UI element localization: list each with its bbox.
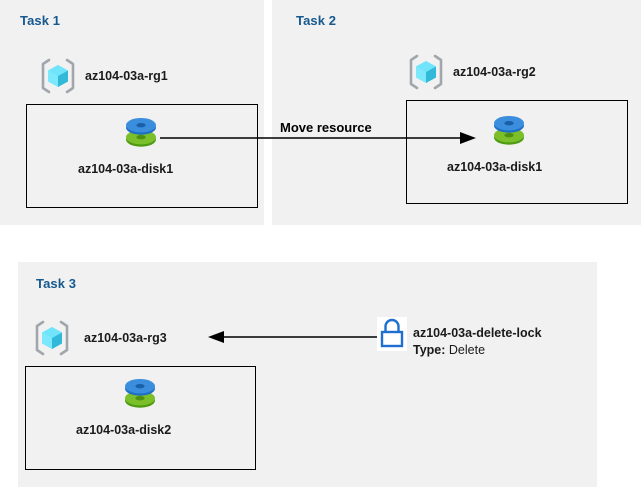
task2-title: Task 2 — [296, 13, 337, 28]
lock-type-key: Type: — [413, 343, 446, 357]
task1-resource-group-label: az104-03a-rg1 — [85, 69, 168, 83]
task1-panel — [0, 0, 264, 225]
lock-connector — [208, 326, 378, 348]
task3-resource-label: az104-03a-disk2 — [76, 423, 172, 437]
disk-icon — [123, 114, 159, 150]
disk-icon — [122, 375, 158, 411]
task2-resource-group-label: az104-03a-rg2 — [453, 65, 536, 79]
lock-name-label: az104-03a-delete-lock — [413, 326, 542, 340]
move-resource-connector — [160, 126, 480, 150]
resource-group-icon — [32, 318, 72, 358]
task1-resource-label: az104-03a-disk1 — [78, 162, 174, 176]
task3-panel — [18, 262, 597, 487]
task3-resource-group-label: az104-03a-rg3 — [84, 331, 167, 345]
task1-title: Task 1 — [20, 13, 61, 28]
task1-inner-box — [26, 104, 258, 208]
resource-group-icon — [406, 52, 446, 92]
move-resource-label: Move resource — [280, 120, 372, 135]
task3-inner-box — [25, 366, 256, 470]
resource-group-icon — [38, 56, 78, 96]
lock-type-value: Delete — [448, 343, 486, 357]
disk-icon — [491, 112, 527, 148]
task3-title: Task 3 — [36, 276, 77, 291]
task2-resource-label: az104-03a-disk1 — [447, 160, 543, 174]
lock-icon — [377, 317, 407, 351]
task2-panel — [272, 0, 641, 225]
task2-inner-box — [406, 100, 628, 204]
lock-type-row: Type: Delete — [413, 343, 485, 357]
